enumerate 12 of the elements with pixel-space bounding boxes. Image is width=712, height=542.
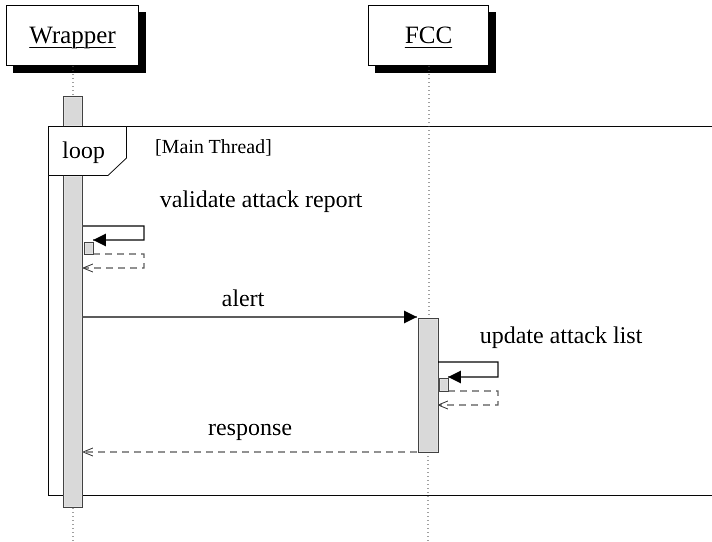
fragment-tab: loop bbox=[48, 126, 127, 176]
message-arrow bbox=[83, 225, 145, 246]
message-arrow bbox=[438, 361, 499, 384]
return-arrow bbox=[82, 448, 417, 456]
return-arrow bbox=[82, 253, 145, 272]
activation-bar bbox=[439, 378, 449, 392]
guard-condition: [Main Thread] bbox=[155, 135, 272, 160]
message-arrow bbox=[83, 310, 417, 324]
activation-bar bbox=[418, 318, 439, 453]
return-arrow bbox=[438, 390, 499, 410]
loop-frame bbox=[48, 126, 712, 496]
activation-bar bbox=[84, 242, 94, 255]
